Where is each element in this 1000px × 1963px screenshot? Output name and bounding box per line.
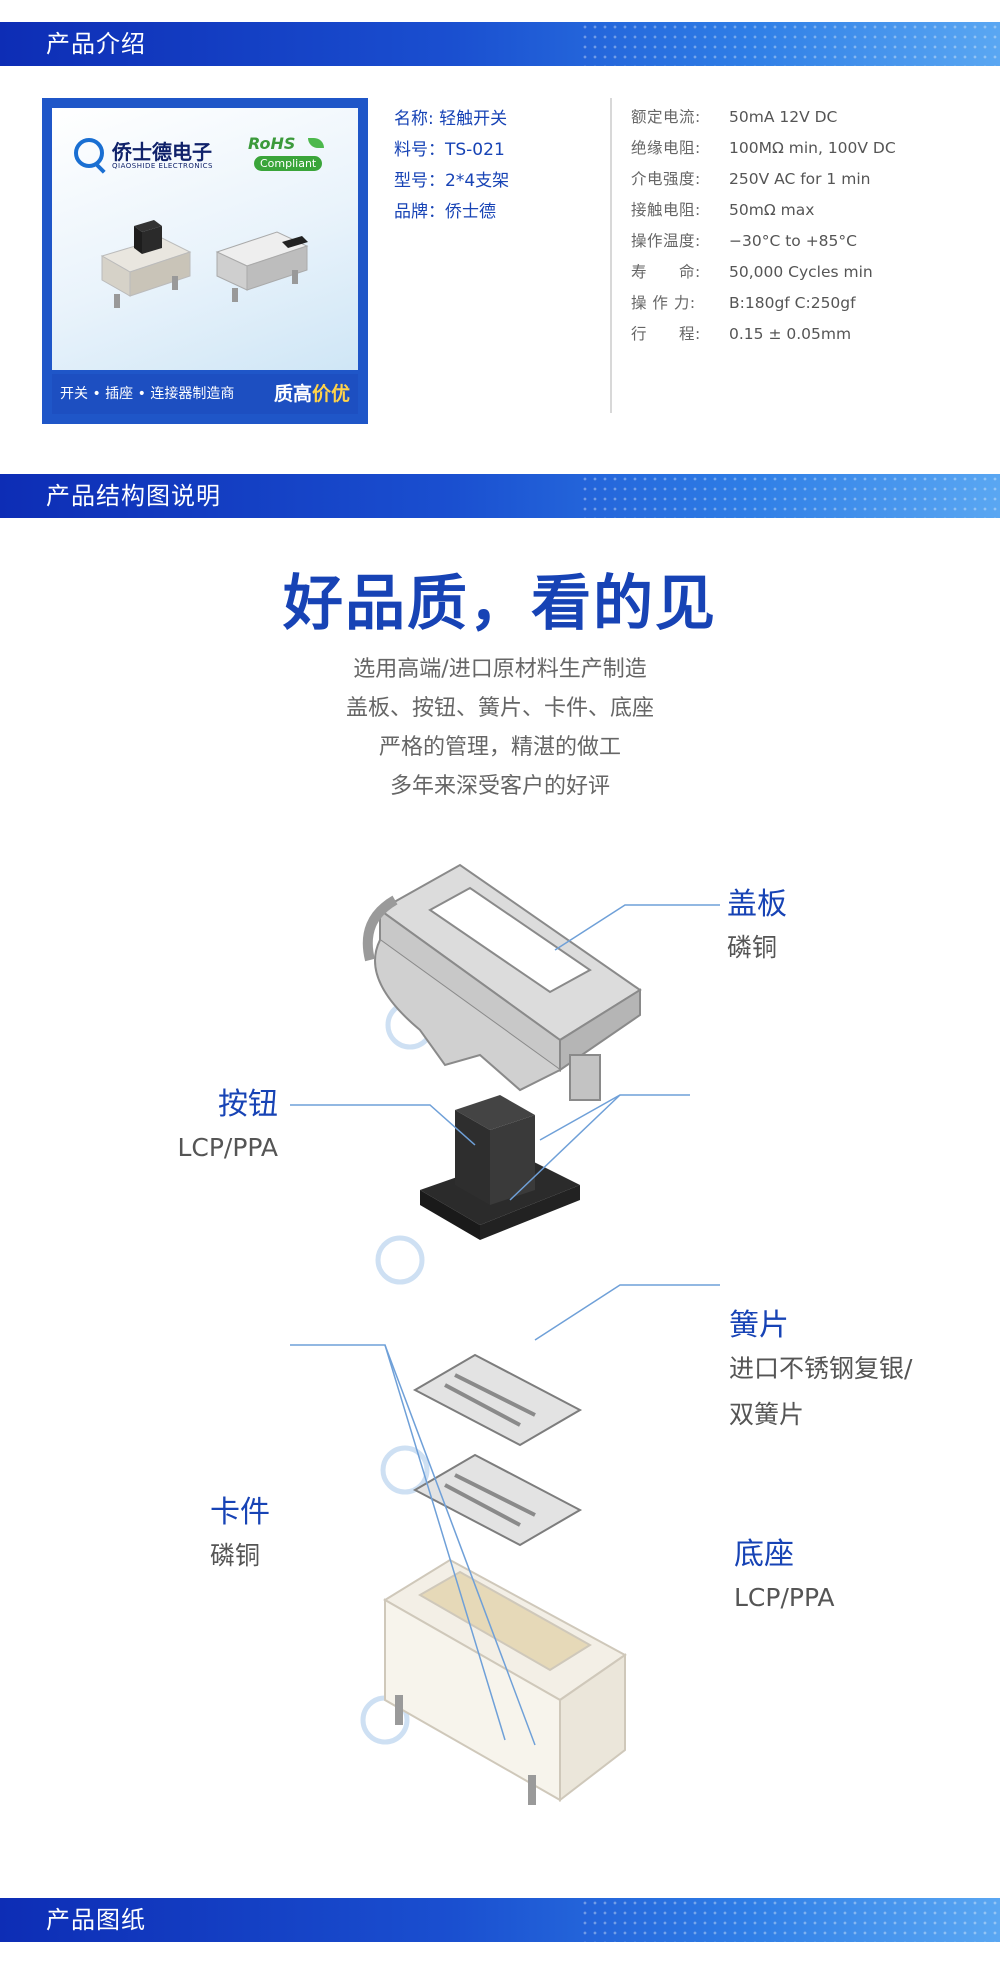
brand-logo-name: 侨士德电子 <box>112 140 212 164</box>
slogan-quality-price: 价优 <box>311 383 350 405</box>
leader-lines <box>290 904 720 1746</box>
part-material: LCP/PPA <box>734 1583 835 1612</box>
compliant-label: Compliant <box>254 156 323 171</box>
part-label-button: 按钮 LCP/PPA <box>162 1085 278 1171</box>
spec-value: 50mΩ max <box>729 201 815 219</box>
section-title: 产品结构图说明 <box>46 482 221 510</box>
slogan-quality: 质高价优 <box>274 374 350 414</box>
rohs-label: RoHS <box>248 134 296 153</box>
part-material: 磷铜 <box>727 933 778 962</box>
spec-row: 寿 命: 50,000 Cycles min <box>631 257 896 288</box>
part-label-base: 底座 LCP/PPA <box>734 1535 835 1621</box>
product-model: 型号：2*4支架 <box>394 171 510 191</box>
part-name: 卡件 <box>210 1495 270 1530</box>
spec-key: 绝缘电阻: <box>631 139 701 157</box>
brand-logo-icon <box>74 138 104 168</box>
part-label-spring: 簧片 进口不锈钢复银/ 双簧片 <box>729 1306 912 1438</box>
product-brand: 品牌：侨士德 <box>394 202 496 222</box>
rohs-badge: RoHS Compliant <box>248 134 326 176</box>
part-name: 簧片 <box>729 1308 789 1343</box>
spec-value: 50,000 Cycles min <box>729 263 873 281</box>
part-material: LCP/PPA <box>177 1133 278 1162</box>
part-name: 按钮 <box>218 1087 278 1122</box>
spec-key: 介电强度: <box>631 170 701 188</box>
spec-table: 额定电流: 50mA 12V DC 绝缘电阻: 100MΩ min, 100V DC… <box>631 102 896 350</box>
headline: 好品质，看的见 <box>283 569 717 639</box>
part-name: 底座 <box>734 1537 794 1572</box>
part-material: 进口不锈钢复银/ <box>729 1354 913 1383</box>
description-line: 严格的管理，精湛的做工 <box>378 735 621 760</box>
section-header-drawing: 产品图纸 <box>0 1898 1000 1942</box>
product-image-card: 侨士德电子 QIAOSHIDE ELECTRONICS RoHS Complia… <box>42 98 368 424</box>
section-title: 产品介绍 <box>46 30 146 58</box>
section-title: 产品图纸 <box>46 1906 146 1934</box>
spec-key: 接触电阻: <box>631 201 701 219</box>
spec-key: 行 程: <box>631 325 701 343</box>
description-line: 多年来深受客户的好评 <box>389 774 610 799</box>
slogan-text: 开关 • 插座 • 连接器制造商 <box>60 386 235 402</box>
decorative-dots <box>580 22 1000 66</box>
slogan-banner: 开关 • 插座 • 连接器制造商 质高价优 <box>52 374 358 414</box>
spec-row: 接触电阻: 50mΩ max <box>631 195 896 226</box>
cover-plate-illustration <box>362 863 642 1101</box>
spec-value: 0.15 ± 0.05mm <box>729 325 852 343</box>
decorative-dots <box>580 474 1000 518</box>
decorative-dots <box>580 1898 1000 1942</box>
slogan-quality-high: 质高 <box>273 383 312 405</box>
section-header-intro: 产品介绍 <box>0 22 1000 66</box>
spec-key: 操 作 力: <box>631 294 696 312</box>
spec-row: 行 程: 0.15 ± 0.05mm <box>631 319 896 350</box>
part-label-clip: 卡件 磷铜 <box>210 1493 270 1579</box>
product-part-number: 料号：TS-021 <box>394 140 505 160</box>
part-material: 磷铜 <box>210 1541 261 1570</box>
part-name: 盖板 <box>727 887 787 922</box>
spec-key: 额定电流: <box>631 108 701 126</box>
spec-value: −30°C to +85°C <box>729 232 857 250</box>
part-material: 双簧片 <box>729 1400 805 1429</box>
product-name: 名称: 轻触开关 <box>394 109 508 129</box>
spec-key: 寿 命: <box>631 263 701 281</box>
spec-row: 绝缘电阻: 100MΩ min, 100V DC <box>631 133 896 164</box>
spec-value: 250V AC for 1 min <box>729 170 871 188</box>
spec-key: 操作温度: <box>631 232 701 250</box>
spec-row: 操作温度: −30°C to +85°C <box>631 226 896 257</box>
spec-row: 额定电流: 50mA 12V DC <box>631 102 896 133</box>
spec-value: 100MΩ min, 100V DC <box>729 139 896 157</box>
spring-illustration <box>412 1353 583 1547</box>
brand-logo-subtitle: QIAOSHIDE ELECTRONICS <box>112 162 213 170</box>
spec-value: B:180gf C:250gf <box>729 294 856 312</box>
button-illustration <box>420 1095 580 1240</box>
product-photo: 侨士德电子 QIAOSHIDE ELECTRONICS RoHS Complia… <box>52 108 358 370</box>
leaf-icon <box>308 138 324 148</box>
part-label-cover: 盖板 磷铜 <box>727 885 787 971</box>
description: 选用高端/进口原材料生产制造 盖板、按钮、簧片、卡件、底座 严格的管理，精湛的做… <box>0 650 1000 806</box>
section-header-structure: 产品结构图说明 <box>0 474 1000 518</box>
spec-value: 50mA 12V DC <box>729 108 838 126</box>
product-info-list: 名称: 轻触开关 料号：TS-021 型号：2*4支架 品牌：侨士德 <box>394 104 509 228</box>
description-line: 选用高端/进口原材料生产制造 <box>353 657 647 682</box>
switch-photo-illustration <box>100 220 309 308</box>
divider <box>610 98 612 413</box>
spec-row: 操 作 力: B:180gf C:250gf <box>631 288 896 319</box>
description-line: 盖板、按钮、簧片、卡件、底座 <box>345 696 654 721</box>
spec-row: 介电强度: 250V AC for 1 min <box>631 164 896 195</box>
base-illustration <box>383 1558 627 1805</box>
exploded-view-diagram <box>290 863 720 1805</box>
